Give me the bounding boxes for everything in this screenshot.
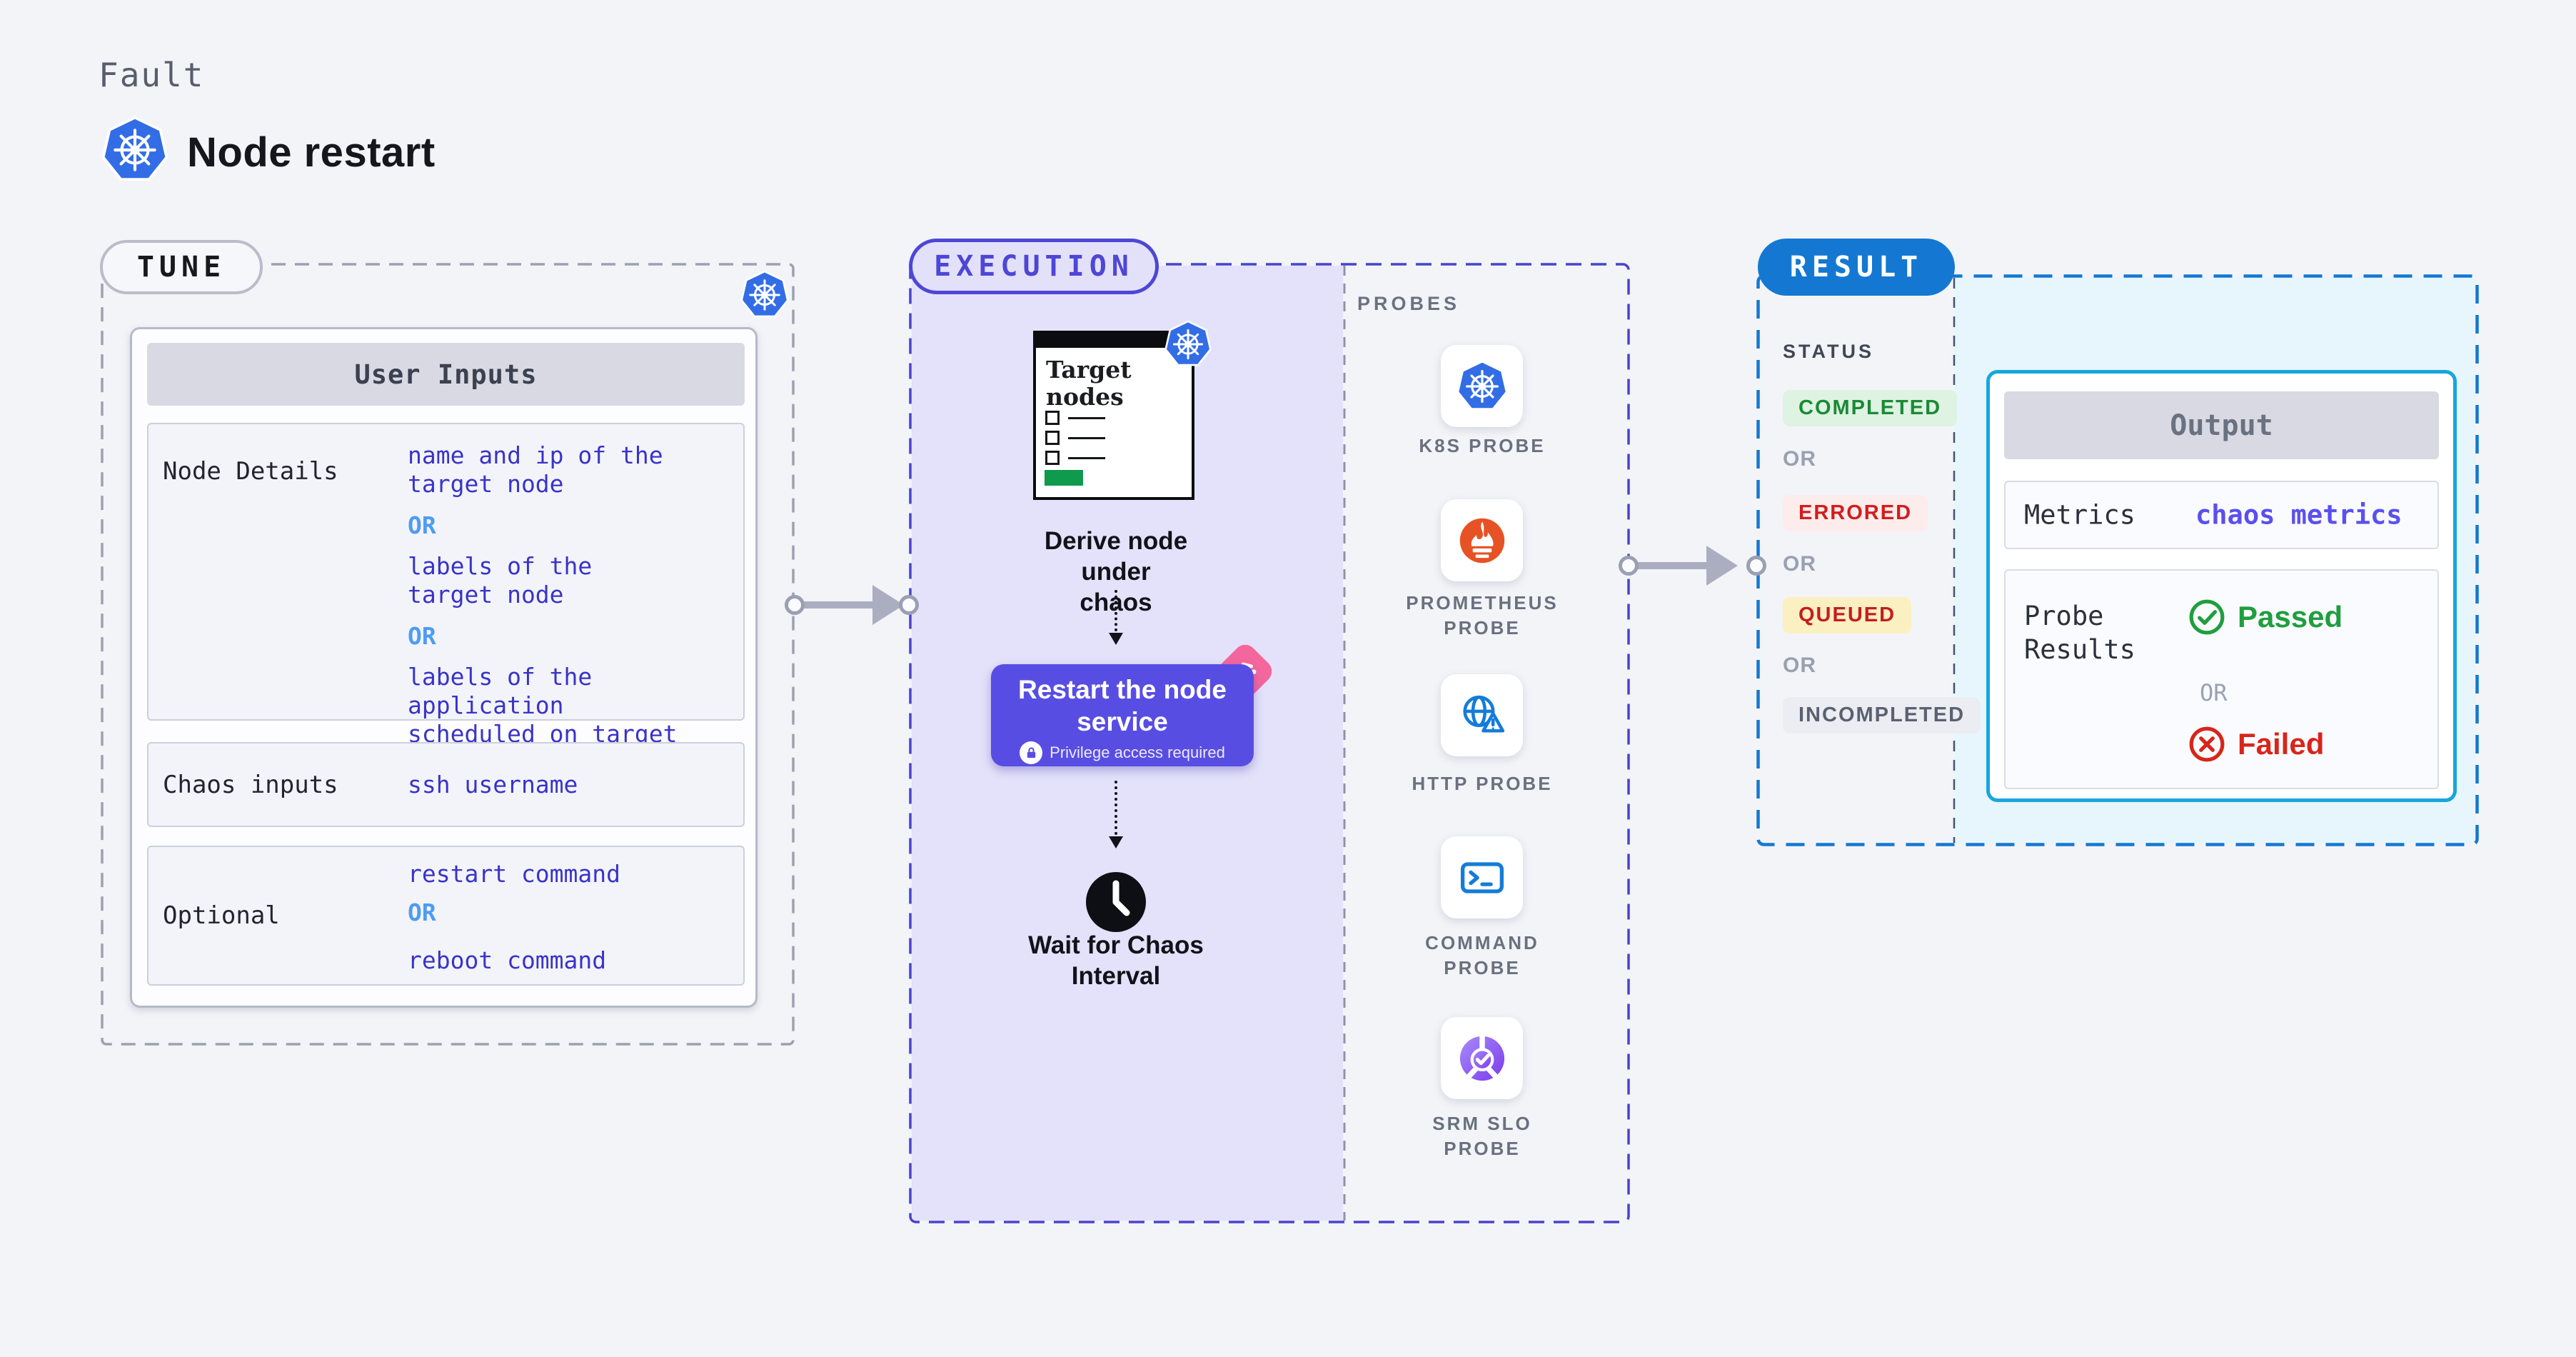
privilege-note: Privilege access required bbox=[1050, 743, 1225, 761]
fault-kicker: Fault bbox=[99, 56, 205, 94]
arrow-down-icon bbox=[1109, 836, 1123, 848]
probe-label: PROMETHEUS PROBE bbox=[1406, 592, 1559, 639]
connector-dot bbox=[785, 595, 805, 615]
or-separator: OR bbox=[1783, 552, 1816, 576]
optional-row: Optional restart command OR reboot comma… bbox=[147, 846, 745, 986]
probe-label: K8S PROBE bbox=[1419, 435, 1546, 456]
kubernetes-icon bbox=[101, 114, 169, 186]
wait-chaos-caption: Wait for Chaos Interval bbox=[1028, 931, 1204, 990]
metrics-row: Metrics chaos metrics bbox=[2004, 481, 2439, 549]
probe-label: HTTP PROBE bbox=[1412, 773, 1553, 794]
list-line bbox=[1068, 457, 1105, 459]
output-header: Output bbox=[2004, 391, 2439, 459]
probe-card-k8s bbox=[1441, 345, 1523, 427]
probe-card-http bbox=[1441, 674, 1523, 756]
kubernetes-icon bbox=[1456, 360, 1509, 413]
input-option: restart command bbox=[408, 860, 621, 888]
page-title: Node restart bbox=[187, 129, 436, 176]
checkbox-icon bbox=[1045, 411, 1060, 425]
list-line bbox=[1068, 417, 1105, 419]
result-badge: RESULT bbox=[1758, 239, 1955, 296]
probe-card-command bbox=[1441, 836, 1523, 918]
arrow-right-icon bbox=[1706, 546, 1738, 586]
row-values: name and ip of the target node OR labels… bbox=[408, 441, 743, 790]
arrow-right-icon bbox=[872, 585, 904, 625]
or-separator: OR bbox=[408, 622, 436, 650]
kubernetes-icon bbox=[740, 269, 790, 321]
or-separator: OR bbox=[2200, 679, 2228, 706]
connector-dot bbox=[1619, 556, 1639, 576]
probe-label: COMMAND PROBE bbox=[1425, 932, 1539, 978]
arrow-down-icon bbox=[1109, 633, 1123, 645]
or-separator: OR bbox=[1783, 447, 1816, 471]
confirm-bar bbox=[1045, 470, 1083, 486]
row-label: Node Details bbox=[163, 457, 338, 486]
status-badge-incompleted: INCOMPLETED bbox=[1783, 697, 1981, 733]
node-details-row: Node Details name and ip of the target n… bbox=[147, 423, 745, 776]
probe-card-srm-slo bbox=[1441, 1017, 1523, 1099]
slo-gauge-icon bbox=[1452, 1028, 1512, 1088]
input-option: reboot command bbox=[408, 946, 607, 974]
row-label: Optional bbox=[163, 901, 280, 930]
chaos-metrics-link: chaos metrics bbox=[2195, 499, 2403, 531]
input-option: ssh username bbox=[408, 770, 578, 798]
status-header: STATUS bbox=[1783, 341, 1874, 362]
step-label: Restart the node service bbox=[1018, 675, 1227, 736]
check-circle-icon bbox=[2188, 598, 2226, 636]
status-badge-queued: QUEUED bbox=[1783, 597, 1912, 634]
input-option: name and ip of the target node bbox=[408, 441, 663, 498]
arrow-line bbox=[795, 601, 879, 609]
clock-icon bbox=[1085, 871, 1147, 933]
probe-results-label: Probe Results bbox=[2024, 601, 2135, 665]
connector-dot bbox=[1746, 556, 1766, 576]
input-option: labels of the target node bbox=[408, 552, 593, 609]
globe-warning-icon bbox=[1455, 688, 1509, 743]
or-separator: OR bbox=[408, 511, 436, 539]
flow-connector bbox=[1115, 781, 1117, 835]
chaos-inputs-row: Chaos inputs ssh username bbox=[147, 742, 745, 827]
prometheus-icon bbox=[1454, 513, 1510, 569]
or-separator: OR bbox=[408, 898, 436, 926]
probe-label: SRM SLO PROBE bbox=[1432, 1113, 1532, 1159]
status-badge-completed: COMPLETED bbox=[1783, 390, 1958, 426]
flow-connector bbox=[1115, 590, 1117, 631]
user-inputs-card: User Inputs Node Details name and ip of … bbox=[130, 327, 758, 1008]
kubernetes-icon bbox=[1164, 319, 1212, 370]
row-label: Chaos inputs bbox=[163, 770, 338, 799]
terminal-icon bbox=[1455, 851, 1509, 905]
checkbox-icon bbox=[1045, 431, 1060, 445]
output-card: Output Metrics chaos metrics Probe Resul… bbox=[1986, 370, 2457, 802]
user-inputs-header: User Inputs bbox=[147, 343, 745, 406]
execution-badge: EXECUTION bbox=[909, 239, 1159, 294]
arrow-line bbox=[1629, 562, 1713, 569]
probe-results-row: Probe Results Passed OR Failed bbox=[2004, 569, 2439, 789]
passed-label: Passed bbox=[2238, 600, 2343, 634]
list-line bbox=[1068, 437, 1105, 439]
row-values: restart command OR reboot command bbox=[408, 860, 620, 985]
failed-label: Failed bbox=[2238, 727, 2325, 761]
probes-header: PROBES bbox=[1357, 293, 1461, 314]
connector-dot bbox=[899, 595, 919, 615]
passed-result: Passed bbox=[2188, 598, 2343, 636]
illustration-title: Target nodes bbox=[1046, 356, 1132, 411]
restart-node-service-step: Restart the node service Privilege acces… bbox=[991, 664, 1254, 766]
metrics-label: Metrics bbox=[2024, 499, 2135, 531]
failed-result: Failed bbox=[2188, 725, 2324, 763]
tune-badge: TUNE bbox=[100, 240, 263, 294]
or-separator: OR bbox=[1783, 654, 1816, 677]
probe-card-prometheus bbox=[1441, 499, 1523, 581]
x-circle-icon bbox=[2188, 725, 2226, 763]
status-badge-errored: ERRORED bbox=[1783, 495, 1928, 531]
lock-icon bbox=[1020, 741, 1043, 764]
checkbox-icon bbox=[1045, 451, 1060, 465]
